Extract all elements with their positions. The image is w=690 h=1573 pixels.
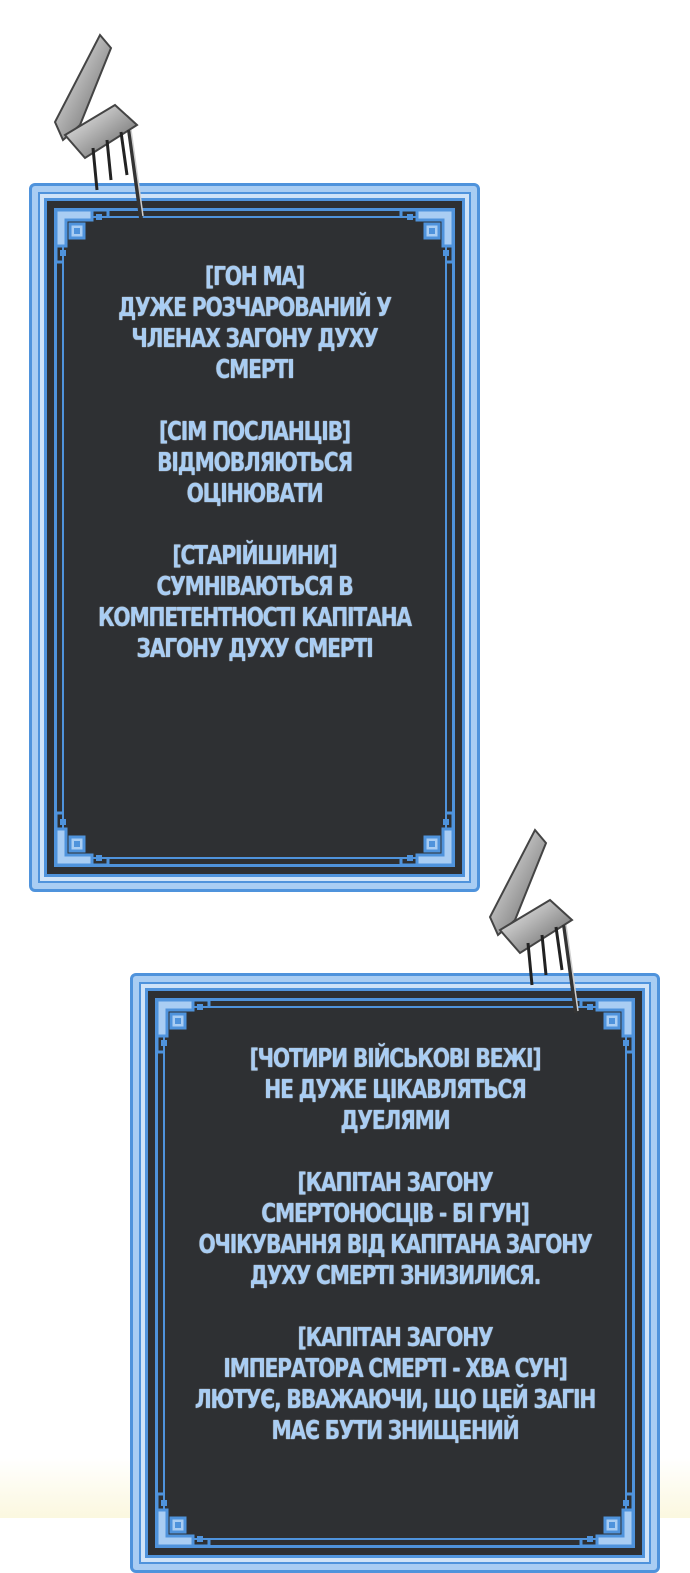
panel-text-line: ЗАГОНУ ДУХУ СМЕРТІ xyxy=(136,634,373,664)
panel-text-line: ІМПЕРАТОРА СМЕРТІ - ХВА СУН] xyxy=(223,1354,568,1384)
panel-text-line: ДУЕЛЯМИ xyxy=(340,1106,451,1136)
panel-inner xyxy=(44,198,465,877)
panel-text-line: КОМПЕТЕНТНОСТІ КАПІТАНА xyxy=(98,603,412,633)
panel-text-line: [СТАРІЙШИНИ] xyxy=(172,541,337,571)
panel-text: [ЧОТИРИ ВІЙСЬКОВІ ВЕЖІ]НЕ ДУЖЕ ЦІКАВЛЯТЬ… xyxy=(136,1044,654,1447)
corner-ornament-icon xyxy=(395,807,457,869)
panel-border-line-inner xyxy=(62,216,447,859)
panel-text-line: [ЧОТИРИ ВІЙСЬКОВІ ВЕЖІ] xyxy=(249,1044,542,1074)
corner-ornament-icon xyxy=(575,996,637,1058)
panel-inner xyxy=(145,988,645,1558)
panel-paragraph: [ЧОТИРИ ВІЙСЬКОВІ ВЕЖІ]НЕ ДУЖЕ ЦІКАВЛЯТЬ… xyxy=(136,1044,654,1137)
panel-text-line: СУМНІВАЮТЬСЯ В xyxy=(156,572,353,602)
panel-text-line: [ГОН МА] xyxy=(204,262,305,292)
panel-text-line: ЛЮТУЄ, ВВАЖАЮЧИ, ЩО ЦЕЙ ЗАГІН xyxy=(194,1385,597,1415)
panel-text-line: ОЦІНЮВАТИ xyxy=(186,479,324,509)
panel-text-line: [КАПІТАН ЗАГОНУ xyxy=(297,1323,494,1353)
panel-text-line: ОЧІКУВАННЯ ВІД КАПІТАНА ЗАГОНУ xyxy=(198,1230,592,1260)
panel-text-line: ВІДМОВЛЯЮТЬСЯ xyxy=(157,448,353,478)
corner-ornament-icon xyxy=(395,206,457,268)
panel-text-line: МАЄ БУТИ ЗНИЩЕНИЙ xyxy=(271,1416,520,1446)
panel-text-line: НЕ ДУЖЕ ЦІКАВЛЯТЬСЯ xyxy=(264,1075,527,1105)
panel-text-line: ДУЖЕ РОЗЧАРОВАНИЙ У xyxy=(118,293,392,323)
panel-text-line: СМЕРТОНОСЦІВ - БІ ГУН] xyxy=(261,1199,530,1229)
status-panel-2: [ЧОТИРИ ВІЙСЬКОВІ ВЕЖІ]НЕ ДУЖЕ ЦІКАВЛЯТЬ… xyxy=(130,973,660,1573)
pushpin-icon xyxy=(45,30,160,225)
panel-border-line xyxy=(54,208,455,867)
corner-ornament-icon xyxy=(575,1488,637,1550)
panel-text-line: ДУХУ СМЕРТІ ЗНИЗИЛИСЯ. xyxy=(249,1261,541,1291)
panel-text-line: [СІМ ПОСЛАНЦІВ] xyxy=(158,417,351,447)
corner-ornament-icon xyxy=(52,807,114,869)
corner-ornament-icon xyxy=(52,206,114,268)
corner-ornament-icon xyxy=(153,996,215,1058)
corner-ornament-icon xyxy=(153,1488,215,1550)
panel-text-line: СМЕРТІ xyxy=(215,355,294,385)
pushpin-icon xyxy=(480,825,595,1025)
panel-text-line: ЧЛЕНАХ ЗАГОНУ ДУХУ xyxy=(131,324,378,354)
panel-text-line: [КАПІТАН ЗАГОНУ xyxy=(297,1168,494,1198)
